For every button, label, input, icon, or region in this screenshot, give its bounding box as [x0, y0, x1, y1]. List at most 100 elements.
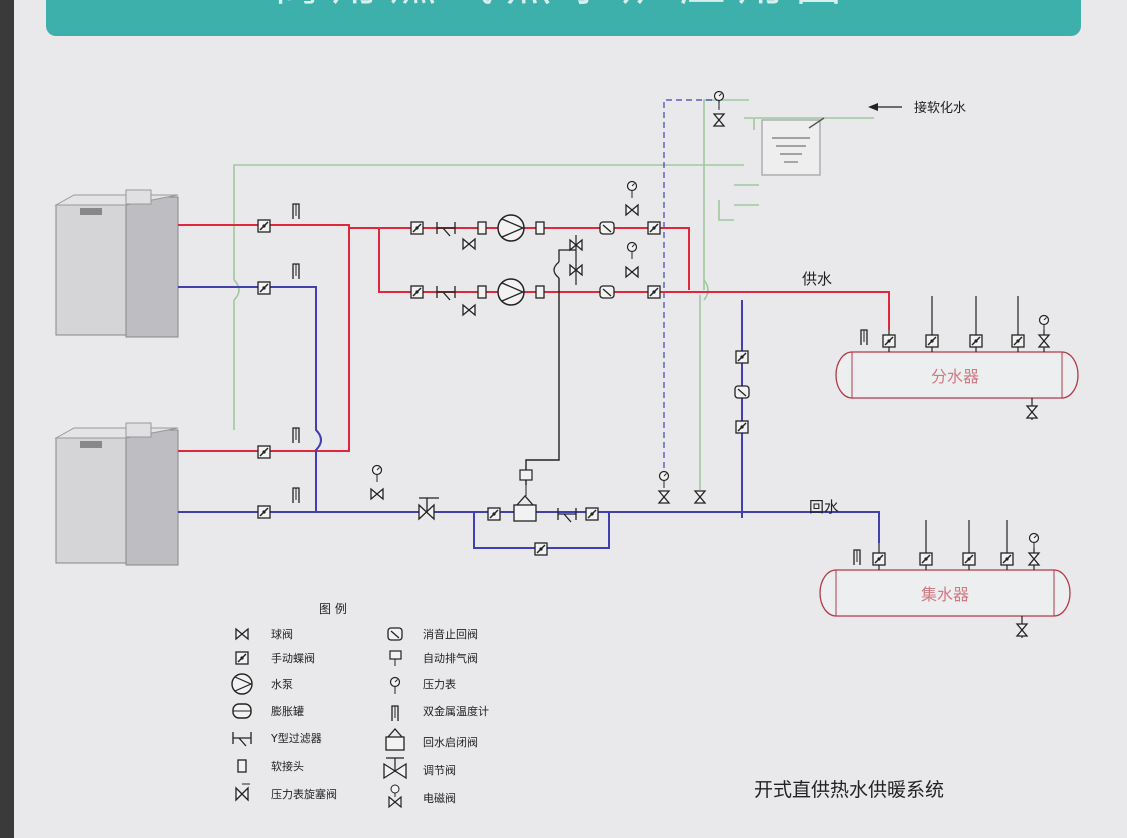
- gauge-cock-icon: [625, 266, 639, 278]
- thermometer-icon: [391, 705, 399, 722]
- butterfly-valve-icon: [1000, 552, 1014, 566]
- legend: 图 例 球阀 手动蝶阀 水泵 膨胀罐 Y型过滤器 软接头 压力表旋塞阀 消音止回…: [231, 602, 489, 809]
- return-valve-icon: [513, 495, 537, 522]
- pump-icon: [497, 278, 525, 306]
- gauge-cock-icon: [625, 204, 639, 216]
- pressure-gauge-icon: [1038, 314, 1050, 333]
- butterfly-valve-icon: [647, 285, 661, 299]
- legend-label: 调节阀: [423, 763, 456, 777]
- soft-water-tank: [761, 117, 825, 176]
- air-vent-icon: [389, 650, 402, 666]
- silent-check-valve-icon: [599, 285, 615, 299]
- butterfly-valve-icon: [1011, 334, 1025, 348]
- gauge-cock-icon: [462, 238, 476, 250]
- butterfly-valve-icon: [925, 334, 939, 348]
- boiler-1: [54, 189, 179, 338]
- pressure-gauge-icon: [658, 470, 670, 489]
- legend-label: 球阀: [271, 627, 293, 641]
- legend-label: 手动蝶阀: [271, 651, 315, 665]
- soft-joint-icon: [535, 221, 545, 235]
- banner-title: 商用燃气热水炉应用图: [46, 0, 1081, 14]
- silent-check-valve-icon: [734, 385, 750, 399]
- butterfly-valve-icon: [969, 334, 983, 348]
- y-strainer-icon: [557, 507, 577, 523]
- silent-check-valve-icon: [387, 627, 403, 641]
- piping-diagram: 接软化水: [54, 90, 1079, 809]
- butterfly-valve-icon: [257, 505, 271, 519]
- gauge-cock-icon: [462, 304, 476, 316]
- regulating-valve-icon: [383, 757, 407, 780]
- diagram-page: 商用燃气热水炉应用图: [14, 0, 1127, 838]
- y-strainer-icon: [232, 731, 252, 747]
- butterfly-valve-icon: [410, 221, 424, 235]
- thermometer-icon: [292, 487, 300, 504]
- solenoid-valve-icon: [388, 784, 402, 809]
- gauge-cock-icon: [1038, 334, 1050, 348]
- legend-title: 图 例: [319, 602, 347, 616]
- thermometer-icon: [853, 549, 861, 566]
- distributor-manifold: 分水器: [835, 296, 1079, 420]
- soft-joint-icon: [237, 759, 247, 773]
- legend-label: 软接头: [271, 759, 304, 773]
- soft-water-inlet-arrow-icon: [868, 103, 902, 111]
- drain-valve-icon: [1026, 405, 1038, 419]
- legend-label: 双金属温度计: [423, 704, 489, 718]
- collector-label: 集水器: [921, 585, 969, 604]
- butterfly-valve-icon: [962, 552, 976, 566]
- gauge-cock-icon: [370, 488, 384, 500]
- butterfly-valve-icon: [534, 542, 548, 556]
- butterfly-valve-icon: [257, 281, 271, 295]
- distributor-label: 分水器: [931, 367, 979, 386]
- bypass-line: [525, 278, 560, 485]
- expansion-tank-icon: [232, 703, 252, 719]
- supply-lines: [178, 224, 890, 452]
- makeup-gauge-icon: [713, 90, 725, 109]
- thermometer-icon: [292, 427, 300, 444]
- butterfly-valve-icon: [735, 420, 749, 434]
- supply-label: 供水: [802, 270, 832, 288]
- legend-label: 消音止回阀: [423, 627, 478, 641]
- return-valve-icon: [385, 728, 405, 751]
- pressure-gauge-icon: [371, 464, 383, 483]
- system-title: 开式直供热水供暖系统: [754, 779, 944, 801]
- solenoid-valve-icon: [658, 490, 670, 504]
- legend-label: 膨胀罐: [271, 704, 304, 718]
- legend-label: Y型过滤器: [270, 731, 322, 745]
- pump-icon: [231, 673, 253, 695]
- collector-manifold: 集水器: [819, 520, 1071, 638]
- butterfly-valve-icon: [735, 350, 749, 364]
- butterfly-valve-icon: [487, 507, 501, 521]
- soft-joint-icon: [477, 285, 487, 299]
- butterfly-valve-icon: [235, 651, 249, 665]
- makeup-ball-valve-icon: [713, 113, 725, 127]
- butterfly-valve-icon: [257, 219, 271, 233]
- thermometer-icon: [292, 263, 300, 280]
- legend-label: 水泵: [271, 678, 293, 691]
- boiler-2: [54, 422, 179, 566]
- legend-label: 电磁阀: [423, 791, 456, 805]
- butterfly-valve-icon: [872, 552, 886, 566]
- air-vent-icon: [519, 469, 533, 496]
- control-signal-line: [663, 99, 720, 478]
- legend-label: 压力表: [423, 677, 456, 691]
- ball-valve-icon: [694, 490, 706, 504]
- butterfly-valve-icon: [410, 285, 424, 299]
- butterfly-valve-icon: [882, 334, 896, 348]
- pressure-gauge-icon: [626, 241, 638, 260]
- ball-valve-icon: [235, 628, 249, 640]
- gauge-cock-icon: [1028, 552, 1040, 566]
- butterfly-valve-icon: [647, 221, 661, 235]
- drain-valve-icon: [1016, 623, 1028, 637]
- silent-check-valve-icon: [599, 221, 615, 235]
- soft-water-label: 接软化水: [914, 100, 966, 116]
- butterfly-valve-icon: [585, 507, 599, 521]
- pressure-gauge-icon: [389, 676, 401, 695]
- regulating-valve-icon: [418, 497, 439, 521]
- legend-label: 压力表旋塞阀: [271, 787, 337, 801]
- pressure-gauge-icon: [626, 180, 638, 199]
- soft-joint-icon: [535, 285, 545, 299]
- thermometer-icon: [860, 329, 868, 346]
- pump-icon: [497, 214, 525, 242]
- thermometer-icon: [292, 203, 300, 220]
- legend-label: 回水启闭阀: [423, 735, 478, 749]
